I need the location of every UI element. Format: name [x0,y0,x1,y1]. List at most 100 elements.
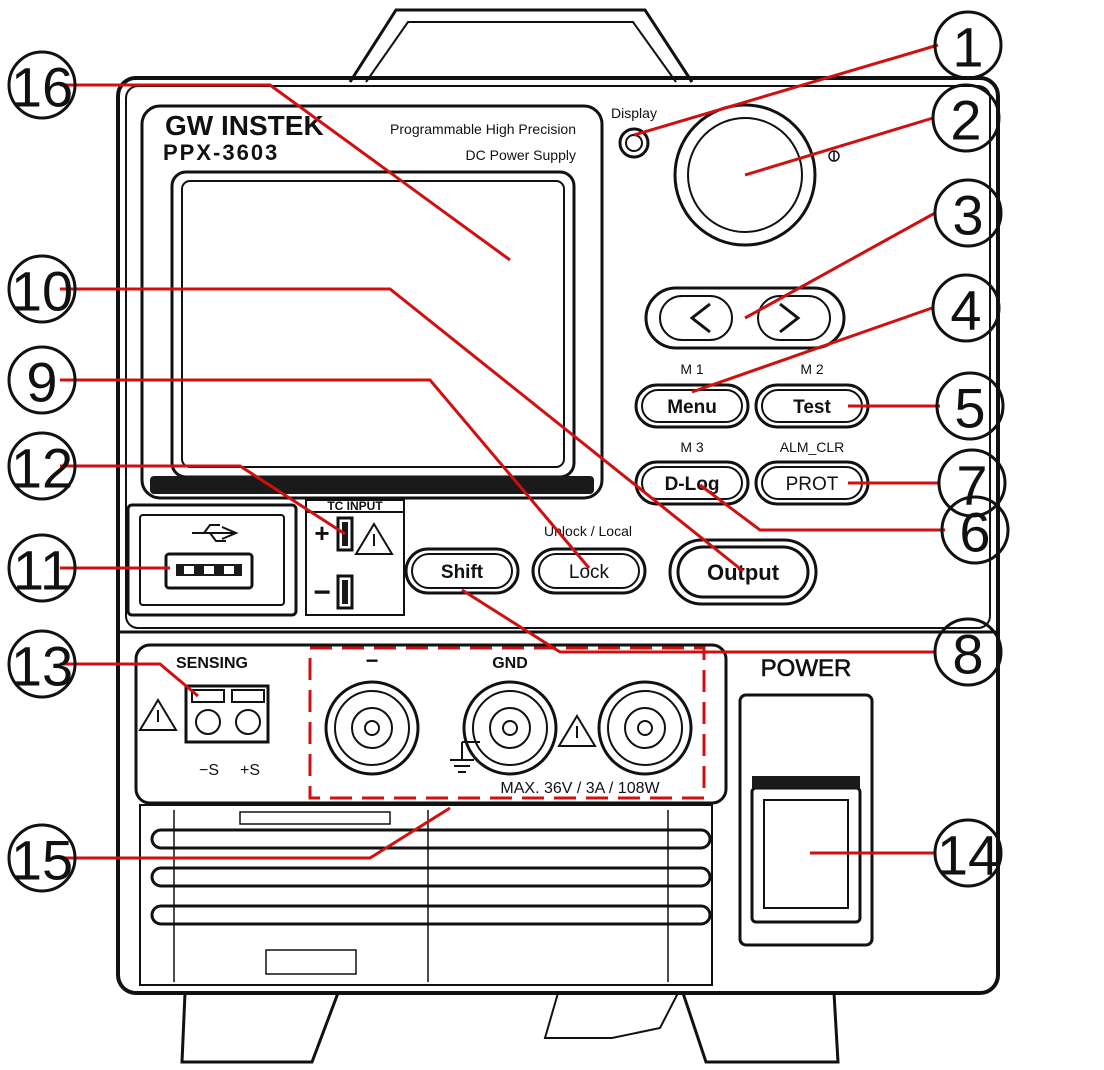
carry-handle [348,8,694,83]
leader-16 [60,83,511,262]
vent-grille [139,804,713,986]
output-terminals-frame [308,646,706,800]
max-rating-label: MAX. 36V / 3A / 108W [500,780,660,797]
tc-plus-label: + [314,518,329,548]
leader-1 [633,43,939,137]
callout-8: 8 [933,617,1003,687]
callout-14: 14 [933,818,1003,888]
output-button[interactable]: Output [668,538,818,606]
m1-label: M 1 [680,361,704,377]
callout-3: 3 [933,178,1003,248]
leader-13 [60,662,199,698]
prot-button[interactable]: ALM_CLR PROT [754,439,870,506]
svg-text:6: 6 [959,501,990,564]
callout-2: 2 [931,83,1001,153]
output-minus-terminal[interactable] [324,680,420,776]
dlog-button[interactable]: M 3 D-Log [634,439,750,506]
callout-15: 15 [7,823,77,893]
left-arrow-icon [689,302,711,334]
usb-port[interactable] [126,503,298,617]
leader-2 [744,116,934,177]
svg-text:1: 1 [952,16,983,79]
right-foot [681,992,840,1064]
shift-button-label: Shift [441,562,484,583]
alm-clr-label: ALM_CLR [780,439,845,455]
svg-text:9: 9 [26,351,57,414]
output-warning-icon [557,714,597,747]
sensing-warning-icon [138,698,178,731]
warning-icon [354,522,394,555]
callout-7: 7 [937,448,1007,518]
menu-button[interactable]: M 1 Menu [634,361,750,429]
chassis [116,8,1000,1064]
leader-10 [60,287,744,573]
callout-10: 10 [7,254,77,324]
prot-button-label: PROT [786,474,839,495]
tc-plus-terminal[interactable] [336,516,354,552]
test-button[interactable]: M 2 Test [754,361,870,429]
brand-area: GW INSTEK PPX-3603 Programmable High Pre… [163,110,576,165]
callout-5: 5 [935,371,1005,441]
svg-text:13: 13 [11,635,73,698]
test-button-label: Test [793,397,831,418]
lcd-display [140,104,604,500]
output-minus-label: − [366,648,379,673]
rotary-knob[interactable] [673,103,840,247]
leader-12 [60,464,346,536]
callout-13: 13 [7,629,77,699]
callout-12: 12 [7,431,77,501]
svg-text:5: 5 [954,377,985,440]
callouts: 1 2 3 4 5 6 7 8 9 10 11 12 13 14 15 16 [7,10,1010,893]
usb-icon [192,524,239,542]
sensing-terminal-block[interactable] [184,684,270,744]
brand-logo: GW INSTEK [165,110,324,141]
callout-9: 9 [7,345,77,415]
right-arrow-button[interactable] [757,295,831,341]
leader-lines [60,43,945,860]
leader-8 [461,588,935,654]
svg-text:3: 3 [952,184,983,247]
tc-minus-label: − [313,576,331,609]
tc-input-label: TC INPUT [327,499,383,513]
power-switch[interactable]: POWER [738,655,874,947]
terminal-panel: SENSING −S +S − GND [134,643,728,805]
svg-text:2: 2 [950,89,981,152]
callout-11: 11 [7,533,77,603]
lock-button[interactable]: Unlock / Local Lock [531,523,647,595]
svg-text:15: 15 [11,829,73,892]
svg-text:10: 10 [11,260,73,323]
shift-button[interactable]: Shift [404,547,520,595]
product-description-1: Programmable High Precision [390,121,576,137]
sense-pos-label: +S [240,762,260,779]
leader-15 [60,806,451,860]
tc-input[interactable]: TC INPUT + − [305,499,405,616]
sense-neg-label: −S [199,762,219,779]
gnd-label: GND [492,655,528,672]
tc-minus-terminal[interactable] [336,574,354,610]
output-plus-terminal[interactable] [597,680,693,776]
svg-text:4: 4 [950,279,981,342]
svg-text:7: 7 [956,454,987,517]
display-label: Display [611,105,657,121]
leader-4 [691,306,933,394]
svg-text:11: 11 [13,539,71,602]
svg-text:14: 14 [937,824,999,887]
svg-text:8: 8 [952,623,983,686]
lock-button-label: Lock [569,562,610,583]
m3-label: M 3 [680,439,704,455]
model-number: PPX-3603 [163,140,279,165]
gnd-terminal[interactable] [462,680,558,776]
svg-text:16: 16 [11,56,73,119]
svg-text:12: 12 [11,437,73,500]
leader-9 [60,378,591,569]
display-button[interactable]: Display [611,105,657,159]
callout-16: 16 [7,50,77,120]
product-description-2: DC Power Supply [466,147,577,163]
left-arrow-button[interactable] [659,295,733,341]
callout-6: 6 [940,495,1010,565]
leader-6 [699,483,945,532]
arrow-keys[interactable] [644,286,846,350]
callout-1: 1 [933,10,1003,80]
sensing-label: SENSING [176,655,248,672]
